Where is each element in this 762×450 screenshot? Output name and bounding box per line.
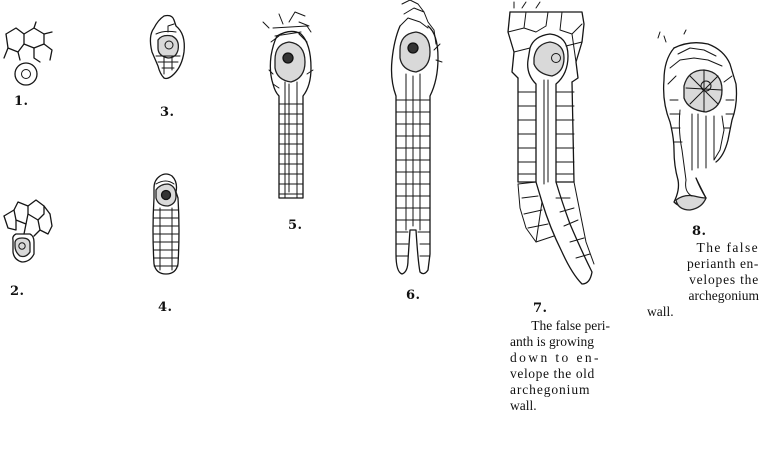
figure-3-drawing — [142, 12, 192, 92]
caption-line: velope the old — [510, 366, 610, 382]
figure-7-drawing — [496, 2, 606, 292]
figure-1-drawing — [0, 22, 60, 92]
caption-line: wall. — [510, 398, 610, 414]
caption-line: anth is growing — [510, 334, 610, 350]
caption-line: The false peri- — [510, 318, 610, 334]
caption-line: archegonium — [647, 288, 759, 304]
caption-line: wall. — [647, 304, 759, 320]
figure-5-drawing — [255, 8, 325, 208]
caption-line: down to en- — [510, 350, 610, 366]
figure-6-drawing — [378, 0, 453, 280]
caption-line: The false — [647, 240, 759, 256]
figure-3-number: 3. — [160, 105, 175, 120]
figure-8-caption: The false perianth en- velopes the arche… — [647, 240, 759, 320]
figure-4-drawing — [140, 170, 190, 280]
caption-line: velopes the — [647, 272, 759, 288]
figure-2-drawing — [0, 198, 60, 273]
figure-8-number: 8. — [692, 224, 707, 239]
figure-6-number: 6. — [406, 288, 421, 303]
figure-8-drawing — [650, 30, 750, 230]
figure-5-number: 5. — [288, 218, 303, 233]
caption-line: archegonium — [510, 382, 610, 398]
caption-line: perianth en- — [647, 256, 759, 272]
figure-7-caption: The false peri- anth is growing down to … — [510, 318, 610, 414]
figure-4-number: 4. — [158, 300, 173, 315]
figure-7-number: 7. — [533, 301, 548, 316]
figure-2-number: 2. — [10, 284, 25, 299]
figure-1-number: 1. — [14, 94, 29, 109]
